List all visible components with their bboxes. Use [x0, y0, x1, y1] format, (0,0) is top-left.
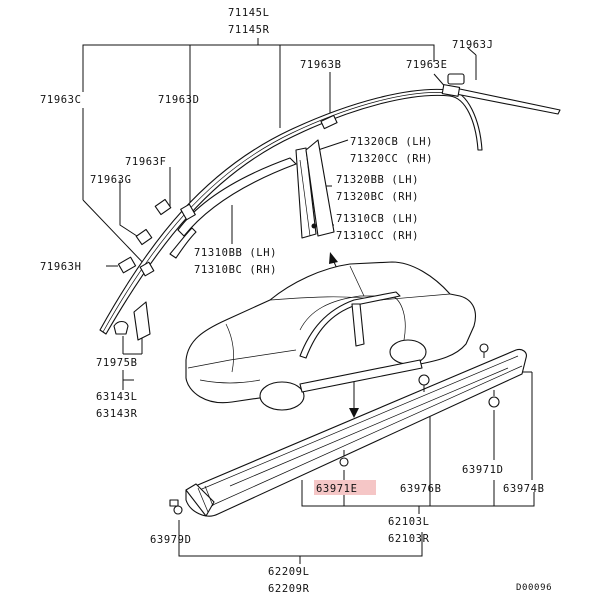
pillar-moldings: [295, 139, 335, 239]
arrow-head-up: [329, 252, 338, 264]
label-71145l: 71145L: [228, 7, 270, 19]
diagram-code: D00096: [516, 583, 552, 593]
label-63976b: 63976B: [400, 483, 442, 495]
highlight-63971e: [314, 480, 376, 495]
label-63971d: 63971D: [462, 464, 504, 476]
fasteners: [169, 343, 500, 515]
label-63979d: 63979D: [150, 534, 192, 546]
label-71320bc: 71320BC (RH): [336, 191, 419, 203]
clip-71963e: [441, 84, 461, 97]
clip-71963j: [447, 73, 465, 85]
label-71320cb: 71320CB (LH): [350, 136, 433, 148]
label-71320cc: 71320CC (RH): [350, 153, 433, 165]
label-71963b: 71963B: [300, 59, 342, 71]
clip-71963b: [320, 114, 338, 130]
clip-71963g: [135, 228, 153, 246]
label-63143l: 63143L: [96, 391, 138, 403]
arrow-head-down: [349, 408, 359, 418]
fastener-63974b: [479, 343, 489, 358]
side-sill-garnish: [185, 348, 527, 517]
clip-71963f: [154, 198, 172, 216]
clip-71963d: [180, 203, 196, 221]
label-71310cc: 71310CC (RH): [336, 230, 419, 242]
label-71963h: 71963H: [40, 261, 82, 273]
label-63974b: 63974B: [503, 483, 545, 495]
label-71963j: 71963J: [452, 39, 494, 51]
part-labels: 71145L 71145R 71963C 71963D 71963B 71963…: [40, 7, 552, 595]
fastener-63971e: [339, 450, 349, 467]
label-71963c: 71963C: [40, 94, 82, 106]
label-71963d: 71963D: [158, 94, 200, 106]
pillar-clip: [311, 223, 317, 229]
label-63143r: 63143R: [96, 408, 138, 420]
label-71963g: 71963G: [90, 174, 132, 186]
label-62209r: 62209R: [268, 583, 310, 595]
label-71145r: 71145R: [228, 24, 270, 36]
fastener-63971d: [488, 390, 500, 408]
label-71310cb: 71310CB (LH): [336, 213, 419, 225]
label-63971e: 63971E: [316, 483, 358, 495]
clip-71963h: [117, 256, 137, 274]
label-71963f: 71963F: [125, 156, 167, 168]
fastener-63979d: [169, 499, 183, 515]
fastener-63976b: [418, 374, 430, 392]
label-71963e: 71963E: [406, 59, 448, 71]
roof-clips: [117, 73, 465, 277]
label-71310bb: 71310BB (LH): [194, 247, 277, 259]
label-62103l: 62103L: [388, 516, 430, 528]
front-garnish: [113, 301, 151, 341]
car-outline: [185, 261, 477, 411]
label-62103r: 62103R: [388, 533, 430, 545]
label-71320bb: 71320BB (LH): [336, 174, 419, 186]
label-71310bc: 71310BC (RH): [194, 264, 277, 276]
clip-71963c: [139, 261, 155, 277]
label-71975b: 71975B: [96, 357, 138, 369]
label-62209l: 62209L: [268, 566, 310, 578]
